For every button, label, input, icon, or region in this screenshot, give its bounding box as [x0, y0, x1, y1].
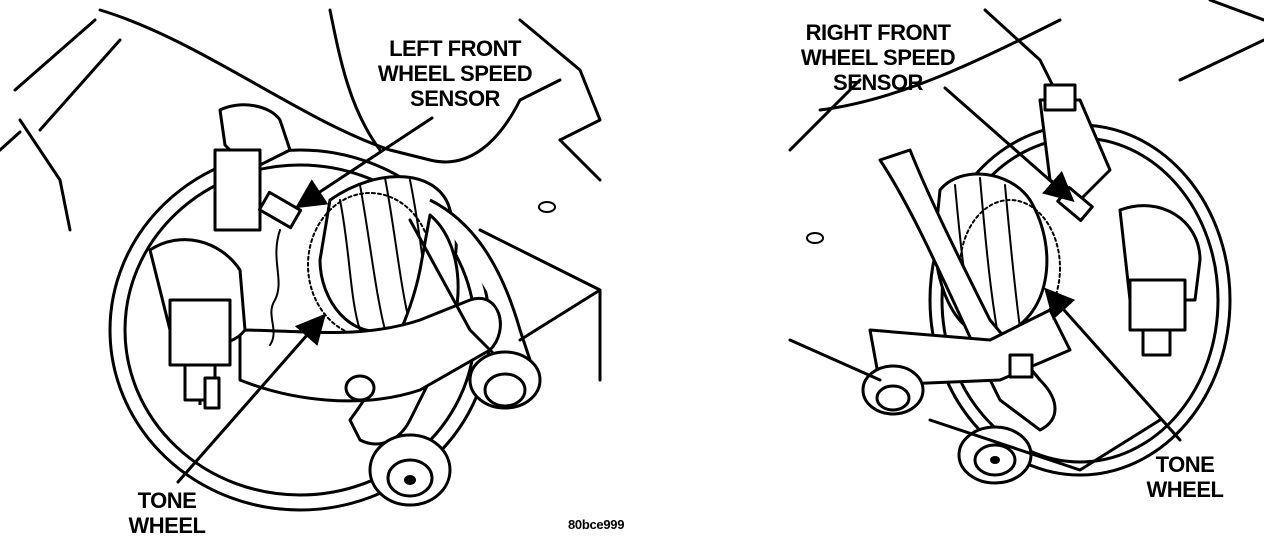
left-tone-wheel-arrow [176, 313, 326, 484]
right-sensor-arrow [943, 86, 1075, 202]
right-sensor-label: RIGHT FRONT WHEEL SPEED SENSOR [778, 20, 978, 95]
right-tone-wheel-label-line-1: TONE [1155, 452, 1215, 477]
left-sensor-label-line-3: SENSOR [410, 86, 500, 111]
right-tone-wheel-label-line-2: WHEEL [1146, 477, 1224, 502]
left-frame-lines [0, 18, 122, 152]
left-lower-arm [238, 296, 502, 403]
left-wheel-speed-sensor [257, 190, 303, 230]
right-frame-lines [788, 18, 1062, 152]
right-tie-rod [1118, 204, 1202, 302]
right-upper-arm [1038, 98, 1112, 202]
left-sensor-label-line-2: WHEEL SPEED [377, 61, 533, 86]
left-assembly [0, 8, 602, 512]
right-sensor-label-line-1: RIGHT FRONT [805, 20, 951, 45]
right-tone-wheel-arrow [1044, 287, 1182, 442]
left-sensor-wire [269, 229, 281, 346]
figure-id: 80bce999 [568, 517, 625, 532]
right-tone-wheel-label: TONE WHEEL [1130, 452, 1240, 502]
right-sensor-label-line-3: SENSOR [833, 70, 923, 95]
left-tone-wheel-label-line-2: WHEEL [128, 513, 206, 538]
right-sensor-label-line-2: WHEEL SPEED [800, 45, 956, 70]
left-strut-rod [429, 198, 532, 361]
left-tone-wheel-label-line-1: TONE [137, 488, 197, 513]
left-body-panel [98, 8, 562, 164]
left-sensor-arrow [294, 116, 434, 209]
left-sensor-label-line-1: LEFT FRONT [389, 36, 521, 61]
left-sensor-label: LEFT FRONT WHEEL SPEED SENSOR [355, 36, 555, 111]
left-tone-wheel-label: TONE WHEEL [112, 488, 222, 538]
